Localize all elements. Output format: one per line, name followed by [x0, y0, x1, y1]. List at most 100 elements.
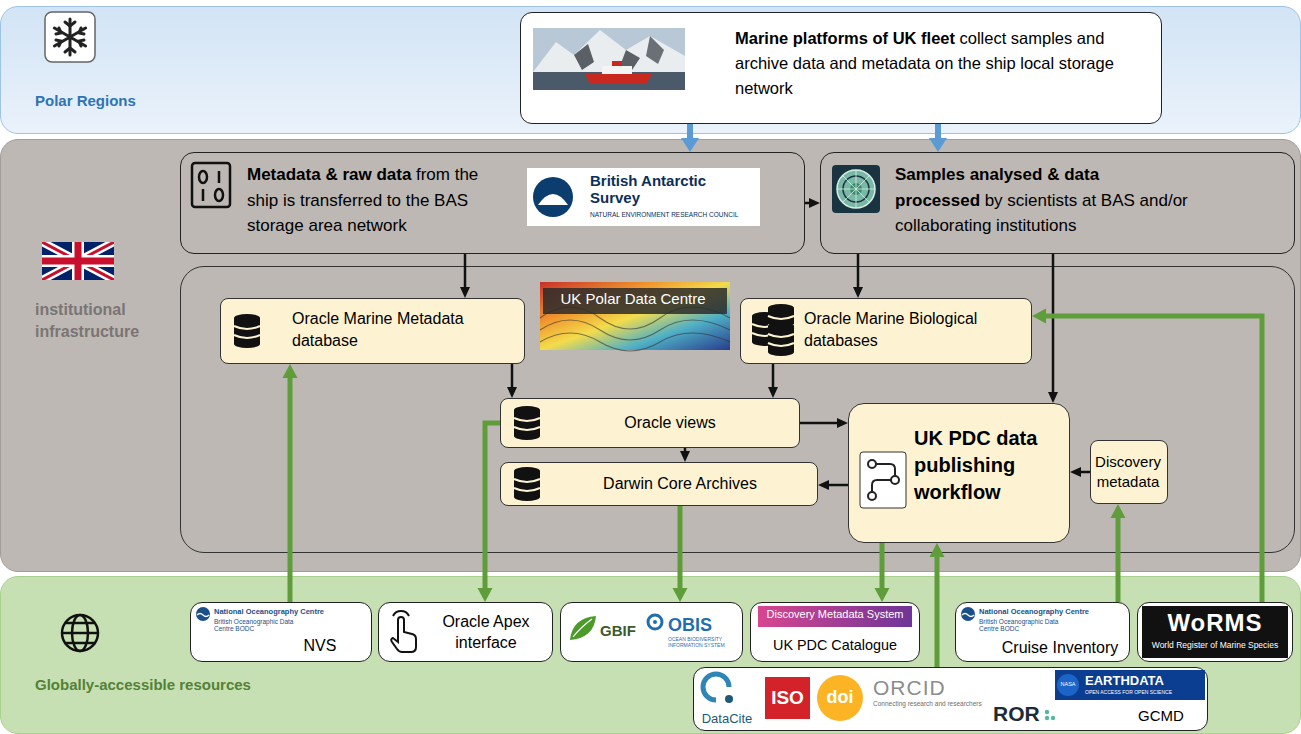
- connector: [673, 506, 688, 602]
- label-text: Oracle Marine Metadata database: [292, 310, 464, 349]
- uk-flag: [42, 242, 114, 280]
- connector-line: [880, 543, 885, 589]
- noc-logo: [961, 607, 975, 621]
- region-band: Polar RegionsMarine platforms of UK flee…: [0, 6, 1301, 134]
- earthdata-logo: [1055, 670, 1205, 700]
- text-block: National Oceanography Centre: [214, 608, 364, 616]
- region-band: Globally-accessible resources National Oc…: [0, 576, 1301, 734]
- connector-line: [684, 448, 687, 452]
- uk-flag: [42, 242, 114, 280]
- text-block: UK PDC Catalogue: [750, 636, 920, 654]
- database-box: Oracle views: [500, 398, 800, 448]
- connector-line: [1052, 254, 1055, 393]
- connector-line: [511, 364, 514, 388]
- arrowhead: [460, 287, 470, 298]
- label-text: DataCite: [702, 711, 753, 726]
- connector-line: [1116, 517, 1121, 602]
- label-text: OCEAN BIODIVERSITY INFORMATION SYSTEM: [668, 636, 725, 648]
- database-icon: [514, 467, 540, 501]
- resource-box: Oracle Apex interface: [378, 602, 553, 662]
- uk-pdc-image: [540, 282, 730, 351]
- binary-data-icon: [192, 163, 230, 207]
- database-box: Oracle Marine Biological databases: [740, 298, 1032, 364]
- text-block: Oracle Marine Biological databases: [804, 308, 1026, 353]
- connector-line: [678, 506, 683, 589]
- label-text: OPEN ACCESS FOR OPEN SCIENCE: [1085, 689, 1172, 695]
- label-text: Discovery metadata: [1095, 453, 1161, 490]
- text-block: Connecting research and researchers: [873, 700, 983, 708]
- arrowhead: [875, 588, 890, 602]
- noc-logo: [197, 614, 209, 617]
- ship-photo: [574, 44, 594, 70]
- globe-icon: [72, 615, 88, 651]
- resource-box: National Oceanography CentreBritish Ocea…: [190, 602, 372, 662]
- text-block: ISO: [765, 686, 810, 710]
- label-text: National Oceanography Centre: [979, 607, 1089, 616]
- hand-icon: [393, 611, 409, 616]
- connector-line: [857, 254, 860, 288]
- globe-icon: [62, 623, 98, 643]
- diatom-icon: [850, 183, 862, 195]
- text-block: Oracle Apex interface: [424, 612, 548, 654]
- uk-pdc-image: [540, 307, 730, 351]
- process-box: Marine platforms of UK fleetcollect samp…: [520, 12, 1162, 124]
- ship-photo: [646, 36, 664, 64]
- connector-line: [464, 254, 467, 288]
- text-block: Darwin Core Archives: [560, 474, 800, 494]
- text-block: OBIS: [668, 614, 738, 637]
- process-box: Metadata & raw datafrom the ship is tran…: [180, 152, 805, 254]
- arrowhead: [818, 480, 829, 490]
- connector-line: [935, 124, 941, 139]
- text-block: doi: [816, 686, 864, 709]
- earthdata-logo: [1055, 670, 1205, 700]
- ror-logo: [1045, 710, 1055, 720]
- label-text: ISO: [771, 687, 804, 708]
- label-text: Globally-accessible resources: [35, 676, 251, 693]
- datacite-logo: [703, 674, 733, 703]
- ship-photo: [533, 30, 685, 74]
- gbif-obis-logo: [573, 619, 592, 637]
- connector: [805, 198, 820, 208]
- text-block: ORCID: [873, 675, 973, 701]
- label-text: ROR: [993, 702, 1040, 725]
- connector-line: [485, 423, 500, 589]
- text-block: National Oceanography Centre: [979, 608, 1129, 616]
- bas-logo: [527, 168, 760, 226]
- label-text: UK PDC Catalogue: [773, 637, 897, 653]
- arrowhead: [929, 138, 947, 152]
- connector: [681, 124, 699, 152]
- label-text: Oracle views: [624, 414, 716, 431]
- snowflake-icon: [54, 19, 85, 55]
- connector-line: [935, 556, 940, 667]
- region-band: institutional infrastructure Metadata & r…: [0, 139, 1301, 572]
- arrowhead: [681, 138, 699, 152]
- text-block: DataCite: [695, 711, 759, 727]
- snowflake-icon: [54, 19, 85, 55]
- connector: [930, 543, 945, 667]
- text-block: Discovery Metadata System: [758, 608, 912, 622]
- connector-line: [828, 484, 848, 487]
- label-text: OBIS: [668, 615, 712, 635]
- uk-flag: [42, 242, 114, 280]
- text-block: Globally-accessible resources: [35, 676, 285, 695]
- hand-icon: [391, 617, 416, 652]
- connector-line: [800, 422, 838, 425]
- snowflake-icon: [56, 22, 84, 52]
- label-text: National Oceanography Centre: [214, 607, 324, 616]
- text-block: Cruise Inventory: [995, 638, 1125, 658]
- worms-logo: [1142, 606, 1288, 658]
- container-box: UK Polar Data CentreOracle Marine Metada…: [180, 266, 1295, 553]
- diatom-icon: [832, 165, 880, 213]
- uk-pdc-image: [540, 282, 730, 350]
- noc-logo: [196, 607, 210, 621]
- label-text: Discovery Metadata System: [767, 608, 904, 620]
- database-box: Oracle Marine Metadata database: [220, 298, 525, 364]
- connector-line: [1080, 471, 1090, 474]
- text-block: institutional infrastructure: [35, 299, 200, 342]
- connector: [1048, 254, 1058, 403]
- text-block: OCEAN BIODIVERSITY INFORMATION SYSTEM: [668, 636, 738, 648]
- connector: [768, 364, 778, 398]
- label-text: Oracle Apex interface: [442, 613, 529, 651]
- globe-icon: [62, 615, 98, 651]
